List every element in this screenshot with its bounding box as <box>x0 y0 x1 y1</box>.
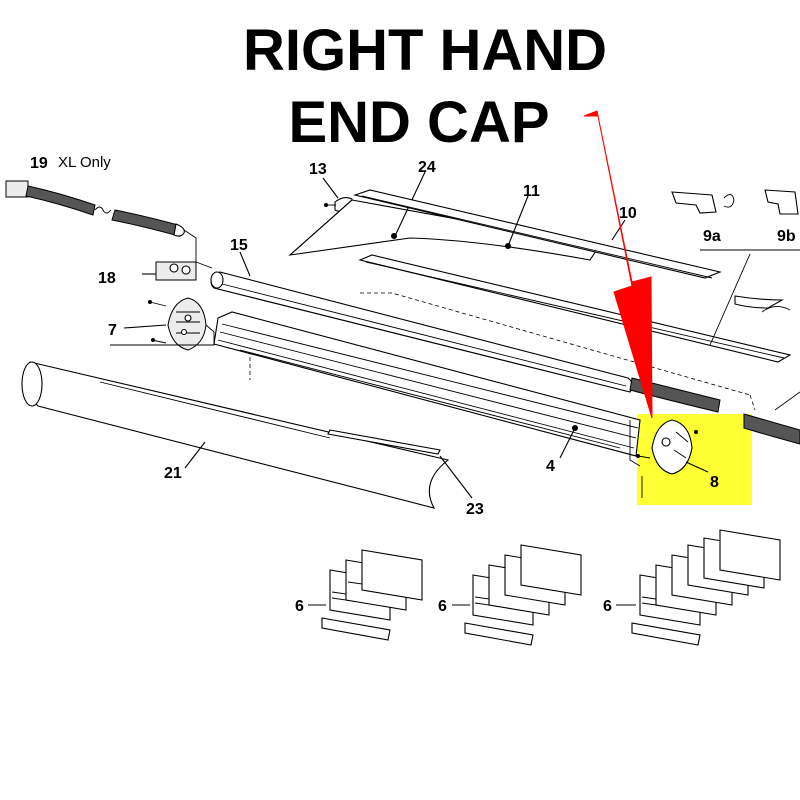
part-21-cover <box>21 361 450 509</box>
label-8: 8 <box>710 474 719 491</box>
red-arrow-pointer <box>583 110 653 419</box>
part-9a-clip <box>671 191 735 214</box>
part-4-extrusion <box>213 311 641 467</box>
title-line-1: RIGHT HAND <box>242 18 608 83</box>
label-24: 24 <box>418 159 436 176</box>
part-15-roller-tube <box>210 251 634 393</box>
part-23-strip <box>327 429 473 499</box>
part-7-left-end-cap <box>110 297 215 351</box>
label-13: 13 <box>309 161 327 178</box>
part-11-top-rail <box>352 189 722 279</box>
label-9b: 9b <box>777 228 796 245</box>
part-9b-clip <box>764 189 799 215</box>
housing-outline <box>249 292 756 411</box>
label-10: 10 <box>619 205 637 222</box>
part-6-set-1 <box>308 549 423 641</box>
label-15: 15 <box>230 237 248 254</box>
title-line-2: END CAP <box>288 90 550 155</box>
label-4: 4 <box>546 458 555 475</box>
label-19: 19 <box>30 155 48 172</box>
label-21: 21 <box>164 465 182 482</box>
label-6-set-2: 6 <box>438 598 447 615</box>
label-6-set-3: 6 <box>603 598 612 615</box>
part-8-right-end-cap <box>636 419 709 498</box>
part-6-set-3 <box>616 529 781 646</box>
label-6-set-1: 6 <box>295 598 304 615</box>
label-9a: 9a <box>703 228 721 245</box>
highlight-box-part-8 <box>637 414 752 505</box>
part-24-fabric <box>288 171 601 261</box>
label-23: 23 <box>466 501 484 518</box>
part-6-set-2 <box>452 544 582 646</box>
part-19-spring-xl <box>5 180 213 269</box>
label-18: 18 <box>98 270 116 287</box>
label-19-note: XL Only <box>58 154 111 171</box>
label-7: 7 <box>108 322 117 339</box>
part-18-bracket <box>142 261 197 281</box>
label-11: 11 <box>523 183 540 200</box>
